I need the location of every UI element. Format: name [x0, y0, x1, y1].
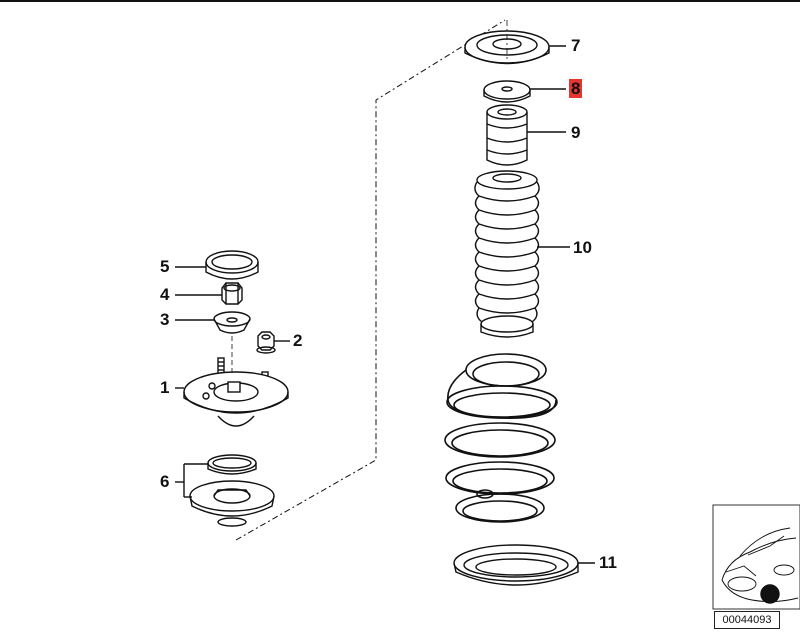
part-11-spring-pad[interactable]: [453, 544, 579, 586]
callout-3[interactable]: 3: [160, 310, 170, 329]
part-4-nut[interactable]: [221, 282, 243, 305]
callout-11[interactable]: 11: [599, 553, 617, 572]
diagram-code: 00044093: [714, 611, 780, 629]
callout-7[interactable]: 7: [571, 36, 581, 55]
leader-6: [175, 463, 208, 498]
part-5-cap[interactable]: [205, 250, 259, 280]
part-1-strut-mount[interactable]: [183, 357, 289, 427]
assembly-guide-frame: [235, 19, 506, 541]
part-6-bearing-set[interactable]: [189, 454, 275, 527]
callout-5[interactable]: 5: [160, 257, 170, 276]
part-2-flange-nut[interactable]: [256, 331, 276, 354]
callout-1[interactable]: 1: [160, 378, 170, 397]
part-10-dust-boot[interactable]: [474, 170, 540, 338]
callout-8[interactable]: 8: [569, 79, 583, 99]
callout-10[interactable]: 10: [573, 238, 592, 257]
vehicle-locator-thumbnail[interactable]: [712, 504, 800, 610]
callout-2[interactable]: 2: [293, 331, 303, 350]
callout-4[interactable]: 4: [160, 285, 170, 304]
part-3-cup-washer[interactable]: [213, 311, 251, 334]
part-8-washer[interactable]: [483, 80, 531, 103]
part-9-bump-stop[interactable]: [486, 104, 528, 166]
part-7-top-mount[interactable]: [464, 20, 550, 65]
callout-6[interactable]: 6: [160, 472, 170, 491]
callout-8-highlight: 8: [569, 79, 583, 98]
coil-spring[interactable]: [444, 353, 558, 523]
top-border: [0, 0, 800, 2]
callout-9[interactable]: 9: [571, 123, 581, 142]
